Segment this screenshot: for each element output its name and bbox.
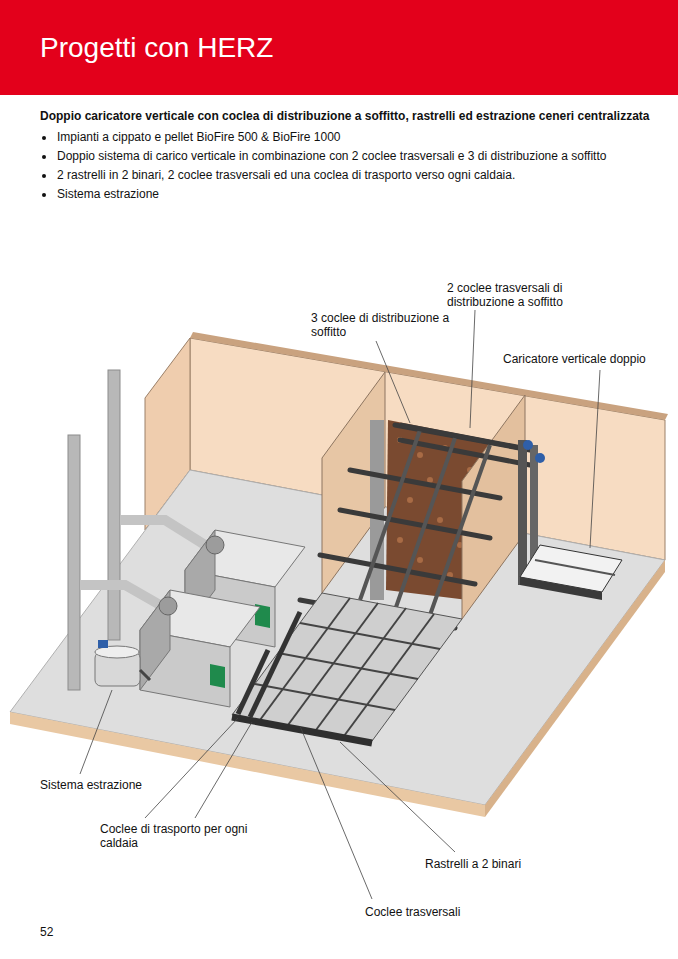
page-number: 52 [40,925,100,939]
callout-label: Coclee di trasporto per ogni caldaia [100,822,278,850]
callout-label: 2 coclee trasversali di distribuzione a … [447,281,597,309]
bullet-item: Doppio sistema di carico verticale in co… [40,147,660,166]
intro-block: Doppio caricatore verticale con coclea d… [40,106,660,204]
bullet-item: Sistema estrazione [40,185,660,204]
subtitle-row: Doppio caricatore verticale con coclea d… [40,106,660,128]
callout-label: Rastrelli a 2 binari [425,857,575,871]
bullet-dot [42,155,46,159]
page-title: Progetti con HERZ [40,32,273,64]
bullet-text: Sistema estrazione [57,187,159,201]
bullet-text: Doppio sistema di carico verticale in co… [57,149,606,163]
bullet-dot [42,136,46,140]
callout-label: 3 coclee di distribuzione a soffitto [311,311,469,339]
callout-label: Caricatore verticale doppio [503,352,673,366]
bullet-item: Impianti a cippato e pellet BioFire 500 … [40,128,660,147]
callout-label: Sistema estrazione [40,778,190,792]
bullet-text: 2 rastrelli in 2 binari, 2 coclee trasve… [57,168,515,182]
bullet-dot [42,193,46,197]
bullet-dot [42,174,46,178]
subtitle: Doppio caricatore verticale con coclea d… [40,108,650,124]
callout-label: Coclee trasversali [365,905,515,919]
bullet-item: 2 rastrelli in 2 binari, 2 coclee trasve… [40,166,660,185]
bullet-text: Impianti a cippato e pellet BioFire 500 … [57,130,341,144]
